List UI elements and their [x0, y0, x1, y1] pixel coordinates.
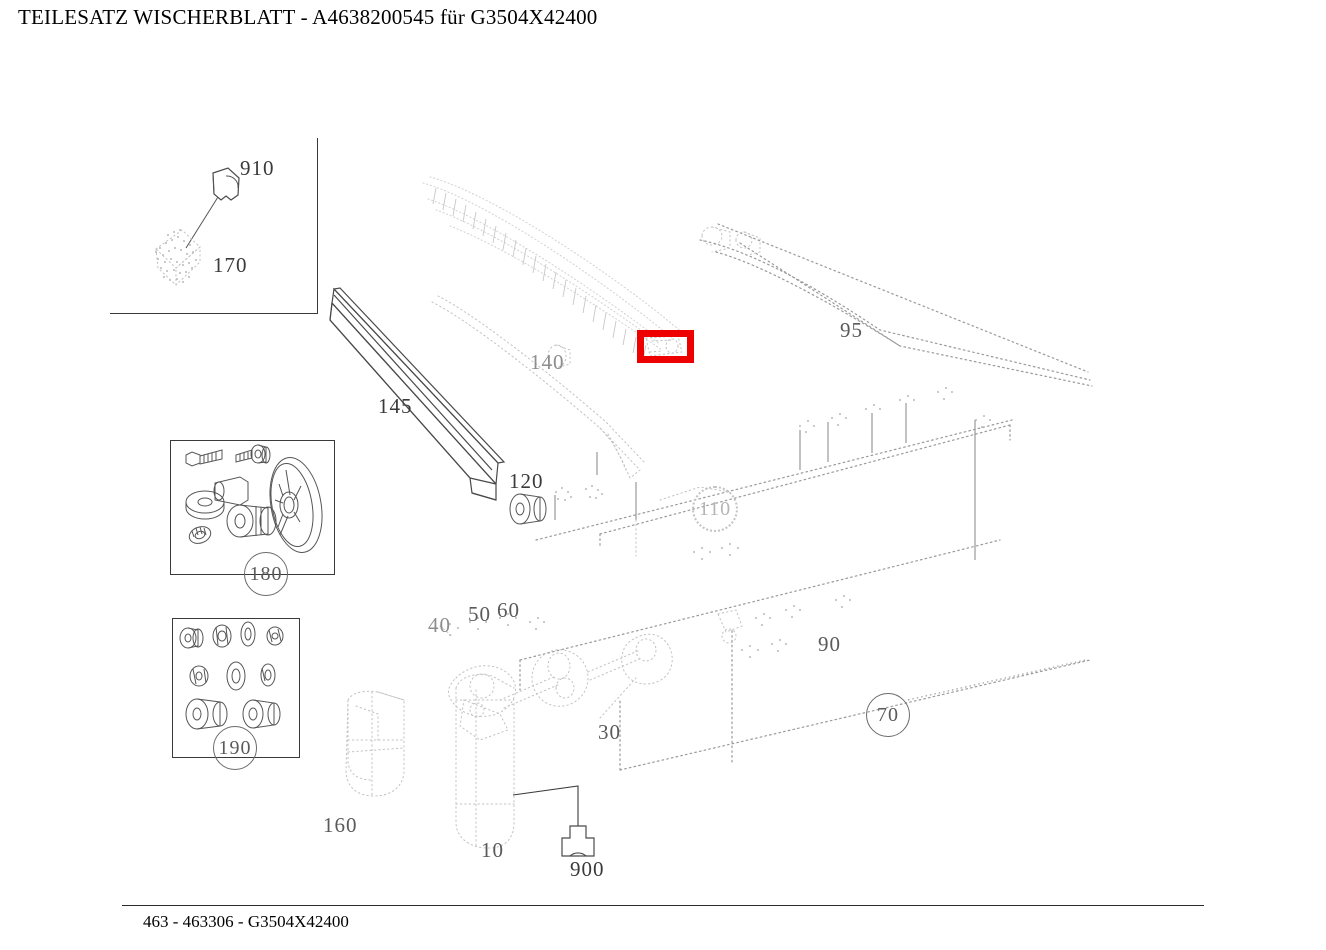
linkage-arms — [439, 609, 743, 741]
callout-910[interactable]: 910 — [240, 156, 275, 180]
callout-90[interactable]: 90 — [818, 632, 841, 656]
footer-divider — [122, 905, 1204, 906]
inset-190-content — [179, 621, 284, 730]
callout-170[interactable]: 170 — [213, 253, 248, 277]
part-160-housing — [345, 690, 405, 797]
footer-reference: 463 - 463306 - G3504X42400 — [143, 912, 349, 931]
callout-140[interactable]: 140 — [530, 350, 565, 374]
callout-60[interactable]: 60 — [497, 598, 520, 622]
callout-900[interactable]: 900 — [570, 857, 605, 881]
inset-180-frame — [170, 440, 335, 575]
linkage-frame — [519, 403, 1091, 771]
part-900-clip — [512, 785, 595, 857]
callout-110[interactable]: 110 — [692, 486, 738, 532]
callout-30[interactable]: 30 — [598, 720, 621, 744]
callout-40[interactable]: 40 — [428, 613, 451, 637]
callout-10[interactable]: 10 — [481, 838, 504, 862]
highlight-box-part-130[interactable] — [637, 330, 694, 363]
leader-70 — [907, 659, 1086, 701]
part-10-motor — [455, 674, 515, 849]
callout-145[interactable]: 145 — [378, 394, 413, 418]
callout-70[interactable]: 70 — [866, 693, 910, 737]
part-140-wiper-blade — [422, 176, 685, 479]
part-120-bushing — [509, 493, 547, 525]
inset-910-content — [185, 167, 240, 249]
page-title: TEILESATZ WISCHERBLATT - A4638200545 für… — [18, 5, 598, 29]
inset-170-content — [155, 229, 201, 287]
part-130-detail — [645, 335, 683, 357]
callout-50[interactable]: 50 — [468, 602, 491, 626]
callout-160[interactable]: 160 — [323, 813, 358, 837]
callout-120[interactable]: 120 — [509, 469, 544, 493]
callout-180[interactable]: 180 — [244, 552, 288, 596]
inset-180-content — [185, 444, 323, 553]
part-95-wiper-arm — [699, 223, 1093, 387]
inset-910-170-frame — [110, 138, 318, 314]
part-145-rail — [329, 287, 506, 501]
callout-95[interactable]: 95 — [840, 318, 863, 342]
callout-190[interactable]: 190 — [213, 726, 257, 770]
